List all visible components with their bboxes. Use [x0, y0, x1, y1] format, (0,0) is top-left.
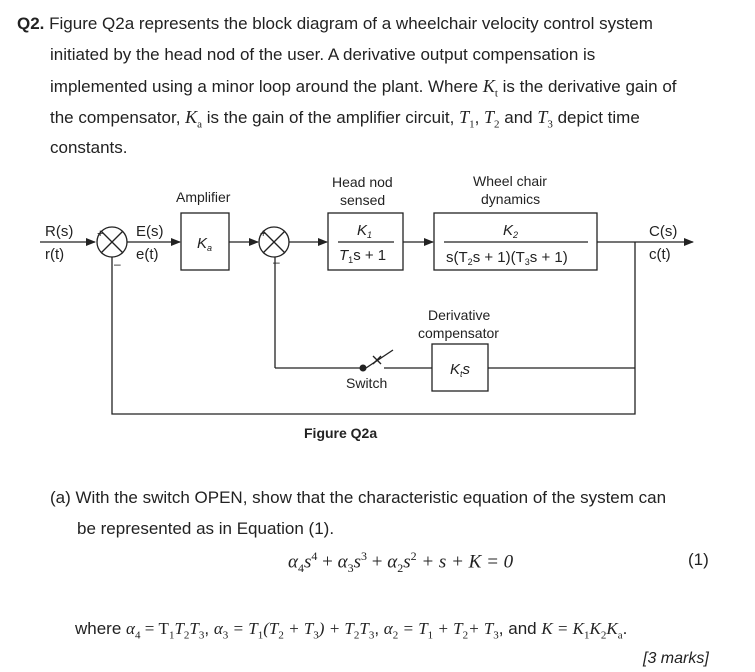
head-nod-label-2: sensed: [340, 192, 385, 208]
text-segment: is the gain of the amplifier circuit,: [202, 108, 460, 127]
where-sep: ,: [374, 619, 384, 638]
characteristic-equation: α4s4 + α3s3 + α2s2 + s + K = 0: [288, 549, 513, 576]
k-def: K = K1K2Ka: [541, 619, 623, 642]
block-diagram: R(s) r(t) + – E(s) e(t) Amplifier Ka + –…: [40, 173, 694, 441]
marks-label: [3 marks]: [643, 650, 709, 667]
amplifier-gain: Ka: [197, 235, 212, 253]
plant-denominator: s(T2s + 1)(T3s + 1): [446, 249, 568, 267]
eq-a3-sub: 3: [347, 561, 354, 576]
t3-letter: T: [537, 107, 548, 127]
t2-symbol: T2: [484, 107, 500, 131]
error-label-top: E(s): [136, 223, 164, 240]
sj1-plus: +: [97, 228, 103, 240]
eq-plus: +: [317, 551, 338, 573]
ka-letter: K: [185, 107, 198, 127]
where-sep: ,: [204, 619, 214, 638]
output-label-top: C(s): [649, 223, 677, 240]
eq-a2: α: [387, 551, 398, 573]
t1-symbol: T1: [459, 107, 475, 131]
switch-contact: [359, 364, 367, 372]
question-text-1: Figure Q2a represents the block diagram …: [49, 14, 653, 33]
eq-s2-sup: 2: [410, 549, 417, 563]
alpha3-def: α3 = T1(T2 + T3) + T2T3: [213, 619, 375, 642]
t2-sub: 2: [494, 118, 500, 131]
error-label-bottom: e(t): [136, 246, 159, 263]
plant-numerator: K2: [503, 222, 518, 240]
eq-a2-sub: 2: [397, 561, 404, 576]
sj1-cross-b: [100, 230, 124, 254]
eq-s2: s: [403, 551, 411, 573]
figure-caption: Figure Q2a: [304, 425, 377, 441]
compensator-label-2: compensator: [418, 325, 499, 341]
part-a-line-2: be represented as in Equation (1).: [77, 519, 335, 538]
alpha4-def: α4 = T1T2T3: [126, 619, 205, 642]
where-definitions: where α4 = T1T2T3, α3 = T1(T2 + T3) + T2…: [75, 619, 627, 641]
question-line-4: the compensator, Ka is the gain of the a…: [50, 107, 640, 135]
question-line-3: implemented using a minor loop around th…: [50, 76, 677, 104]
eq-s3-sup: 3: [361, 549, 367, 563]
text-segment: ,: [474, 108, 485, 127]
where-end: .: [622, 619, 628, 638]
t1-letter: T: [459, 107, 470, 127]
ka-sub: a: [197, 118, 203, 131]
question-number: Q2.: [17, 14, 45, 33]
input-label-bottom: r(t): [45, 246, 64, 263]
part-a-line-1: (a) With the switch OPEN, show that the …: [50, 488, 667, 507]
where-sep: , and: [498, 619, 542, 638]
equation-number: (1): [688, 550, 709, 569]
text-segment: and: [499, 108, 538, 127]
text-segment: the compensator,: [50, 108, 186, 127]
switch-tick-b: [372, 355, 382, 365]
alpha2-def: α2 = T1 + T2+ T3: [383, 619, 499, 642]
kt-sub: t: [494, 87, 498, 100]
output-label-bottom: c(t): [649, 246, 671, 263]
text-segment: is the derivative gain of: [497, 77, 677, 96]
ka-symbol: Ka: [185, 107, 202, 131]
plant-label-1: Wheel chair: [473, 173, 547, 189]
text-segment: implemented using a minor loop around th…: [50, 77, 483, 96]
switch-label: Switch: [346, 375, 387, 391]
eq-s3: s: [353, 551, 361, 573]
eq-rest: + s + K = 0: [416, 551, 514, 573]
kt-letter: K: [482, 76, 495, 96]
head-denominator: T1s + 1: [339, 247, 386, 265]
eq-a4: α: [288, 551, 298, 573]
t3-symbol: T3: [537, 107, 553, 131]
eq-s4: s: [303, 551, 312, 573]
eq-plus: +: [367, 551, 388, 573]
amplifier-label: Amplifier: [176, 189, 231, 205]
question-line-1: Q2. Figure Q2a represents the block diag…: [17, 14, 653, 34]
sj1-minus: –: [114, 257, 121, 271]
eq-a3: α: [337, 551, 348, 573]
plant-label-2: dynamics: [481, 191, 540, 207]
sj2-cross-b: [262, 230, 286, 254]
question-line-2: initiated by the head nod of the user. A…: [50, 45, 596, 64]
head-nod-label-1: Head nod: [332, 174, 393, 190]
input-label-top: R(s): [45, 223, 73, 240]
t2-letter: T: [484, 107, 495, 127]
question-line-5: constants.: [50, 138, 128, 157]
t1-sub: 1: [469, 118, 475, 131]
text-segment: depict time: [552, 108, 640, 127]
eq-s4-sup: 4: [311, 549, 318, 563]
compensator-label-1: Derivative: [428, 307, 490, 323]
sj2-minus: –: [273, 255, 280, 269]
kt-symbol: Kt: [482, 76, 498, 100]
t3-sub: 3: [547, 118, 553, 131]
sj2-plus: +: [260, 228, 266, 240]
eq-a4-sub: 4: [297, 561, 304, 576]
head-numerator: K1: [357, 222, 372, 240]
switch-lever: [365, 349, 394, 369]
where-prefix: where: [75, 619, 127, 638]
compensator-gain: Kts: [450, 361, 471, 379]
outer-feedback-line: [111, 242, 636, 415]
